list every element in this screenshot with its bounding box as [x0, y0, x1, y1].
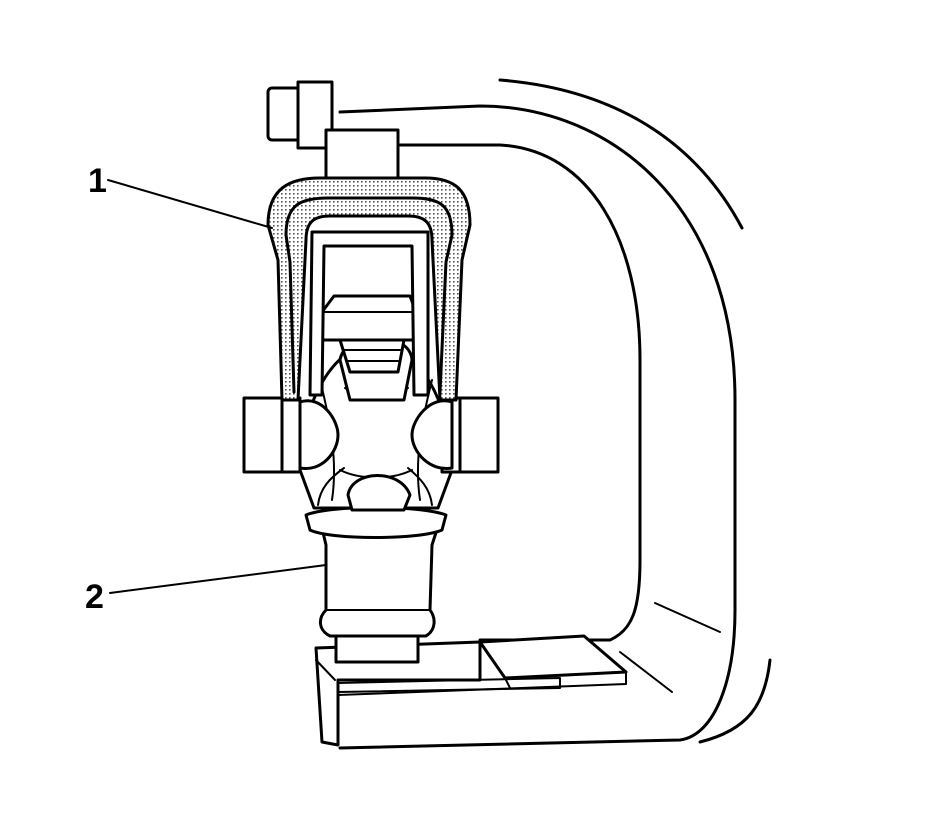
- receiver-cup: [304, 506, 448, 664]
- leader-line-1: [107, 179, 273, 229]
- leader-lines: [107, 179, 327, 594]
- remover-yoke: [266, 176, 472, 402]
- callout-label-1: 1: [88, 162, 107, 200]
- press-ram: [266, 80, 400, 184]
- callout-label-2: 2: [85, 578, 104, 616]
- leader-line-2: [109, 564, 327, 594]
- press-frame: [338, 78, 772, 750]
- press-base: [314, 634, 628, 747]
